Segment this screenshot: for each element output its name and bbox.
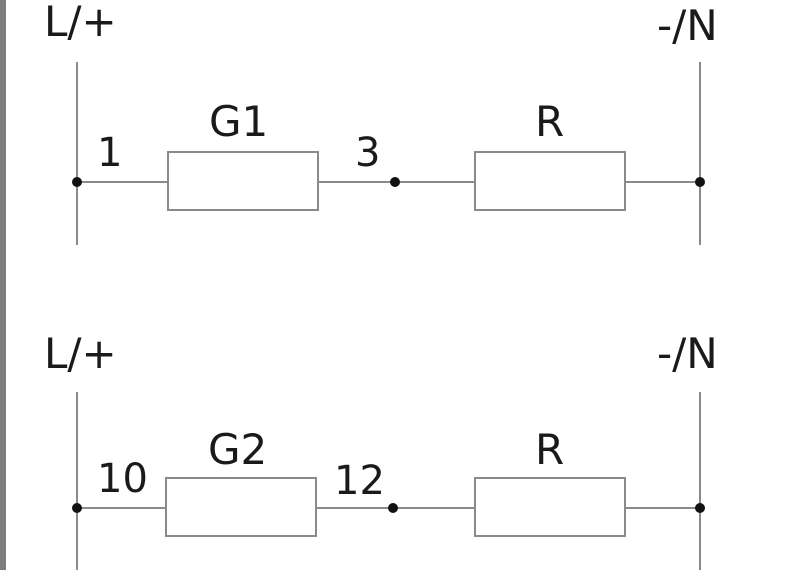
node-right <box>695 177 705 187</box>
terminal-out-label: 3 <box>355 130 380 176</box>
left-rail-label: L/+ <box>44 329 117 378</box>
resistor-label: R <box>535 97 564 146</box>
node-middle <box>390 177 400 187</box>
component-g2 <box>165 477 317 537</box>
component-label: G1 <box>209 97 268 146</box>
node-right <box>695 503 705 513</box>
left-rail-label: L/+ <box>44 0 117 46</box>
circuit-1: L/+ -/N G1 R 1 3 <box>44 0 718 245</box>
right-rail-label: -/N <box>657 1 718 50</box>
circuit-2: L/+ -/N G2 R 10 12 <box>44 329 718 570</box>
component-label: G2 <box>208 425 267 474</box>
resistor-r <box>474 477 626 537</box>
right-rail-label: -/N <box>657 329 718 378</box>
node-left <box>72 177 82 187</box>
resistor-r <box>474 151 626 211</box>
terminal-in-label: 1 <box>97 130 122 176</box>
component-g1 <box>167 151 319 211</box>
terminal-out-label: 12 <box>334 458 385 504</box>
terminal-in-label: 10 <box>97 456 148 502</box>
resistor-label: R <box>535 425 564 474</box>
node-left <box>72 503 82 513</box>
left-page-border <box>0 0 6 570</box>
node-middle <box>388 503 398 513</box>
